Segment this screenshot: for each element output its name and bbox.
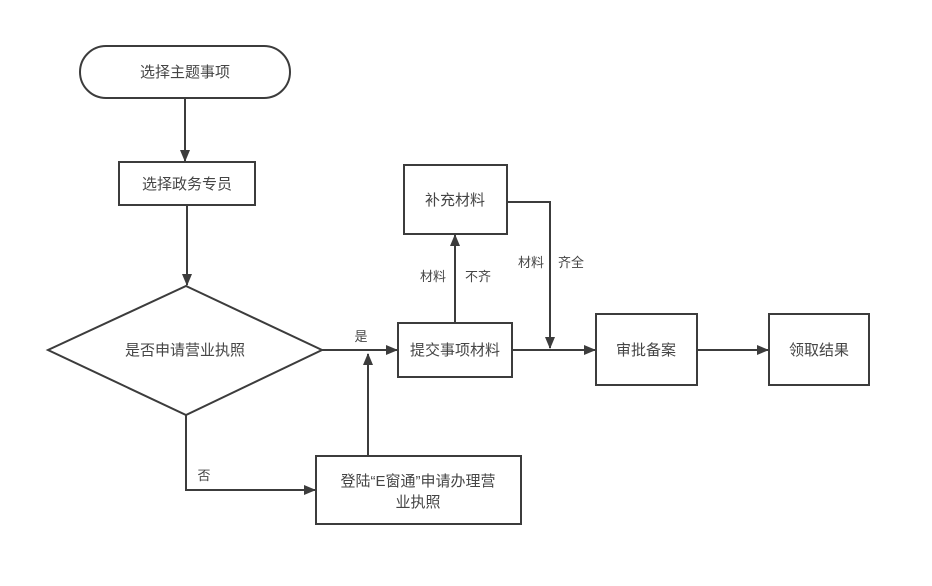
edge-label-complete-right: 齐全	[558, 255, 584, 270]
edge-label-incomplete-left: 材料	[420, 269, 446, 284]
start-node	[79, 45, 291, 99]
edge-label-yes: 是	[354, 329, 367, 344]
decision-node-label: 是否申请营业执照	[125, 342, 245, 359]
ewindow-node-label-line2: 业执照	[395, 494, 440, 511]
result-node	[768, 313, 870, 386]
select-officer-node-label: 选择政务专员	[142, 176, 232, 193]
submit-node-label: 提交事项材料	[410, 341, 500, 359]
edge-label-no: 否	[197, 468, 210, 483]
approval-node-label: 审批备案	[616, 341, 676, 359]
edge-label-incomplete-right: 不齐	[465, 269, 491, 284]
ewindow-node	[315, 455, 522, 525]
start-node-label: 选择主题事项	[140, 64, 230, 81]
supplement-node	[403, 164, 508, 235]
edge-label-complete-left: 材料	[518, 255, 544, 270]
edge-supplement-to-approval-line	[507, 201, 555, 349]
approval-node	[595, 313, 698, 386]
supplement-node-label: 补充材料	[425, 192, 485, 209]
result-node-label: 领取结果	[789, 342, 849, 359]
edge-decision-no-to-ewindow	[185, 415, 316, 495]
submit-node	[397, 322, 513, 378]
select-officer-node	[118, 161, 256, 206]
ewindow-node-label-line1: 登陆“E窗通”申请办理营	[341, 472, 496, 490]
decision-node	[45, 284, 325, 417]
